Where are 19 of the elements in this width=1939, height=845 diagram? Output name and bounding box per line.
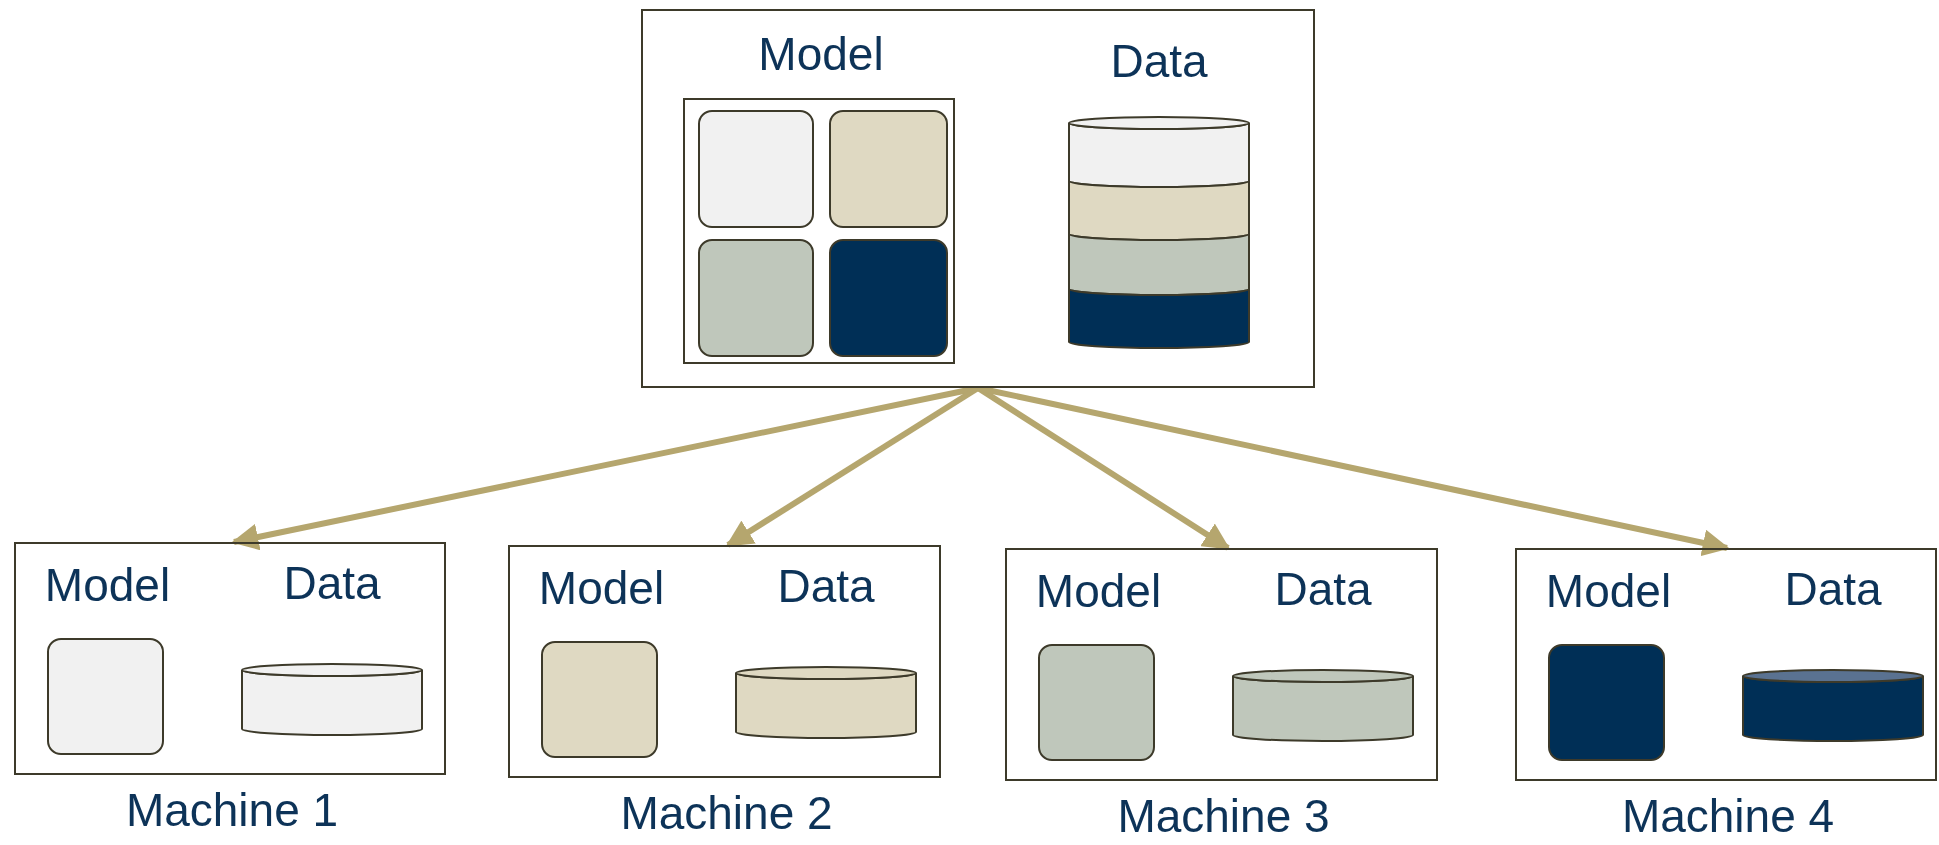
node-heading: Model	[1544, 564, 1673, 618]
machine-label: Machine 4	[1620, 789, 1836, 843]
node-heading: Data	[776, 559, 876, 613]
machine-label: Machine 3	[1116, 789, 1331, 843]
machine-label: Machine 2	[619, 786, 834, 840]
node-heading: Data	[1783, 562, 1883, 616]
parameter-block	[698, 110, 814, 228]
node-heading: Model	[1034, 564, 1163, 618]
node-heading: Data	[282, 556, 382, 610]
node-heading: Model	[757, 27, 885, 81]
node-heading: Model	[537, 561, 666, 615]
parameter-block	[829, 239, 948, 357]
node-heading: Model	[43, 558, 172, 612]
parameter-block	[698, 239, 814, 357]
node-heading: Data	[1273, 562, 1373, 616]
machine-label: Machine 1	[124, 783, 340, 837]
parameter-block	[829, 110, 948, 228]
container-box	[641, 9, 1315, 388]
node-heading: Data	[1109, 34, 1209, 88]
